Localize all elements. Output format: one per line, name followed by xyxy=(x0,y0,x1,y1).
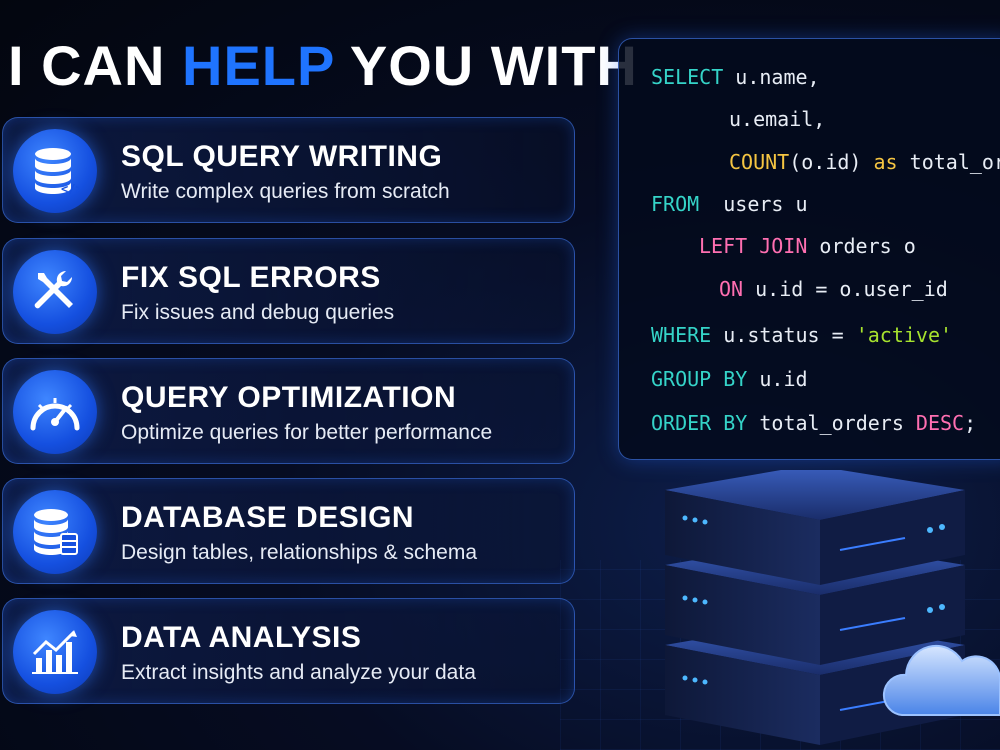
card-description: Write complex queries from scratch xyxy=(121,180,450,203)
card-title: SQL QUERY WRITING xyxy=(121,140,443,173)
database-icon: </> xyxy=(13,129,97,213)
svg-text:</>: </> xyxy=(61,182,79,196)
code-line-8: GROUP BY u.id xyxy=(651,367,808,391)
card-description: Design tables, relationships & schema xyxy=(121,541,478,564)
card-description: Optimize queries for better performance xyxy=(121,421,493,444)
code-line-2: u.email, xyxy=(729,107,826,131)
headline-text-1: I CAN xyxy=(8,34,182,97)
service-card-fix-sql-errors: FIX SQL ERRORS Fix issues and debug quer… xyxy=(2,238,575,344)
headline: I CAN HELP YOU WITH xyxy=(8,36,638,96)
speedometer-icon xyxy=(13,370,97,454)
service-card-data-analysis: DATA ANALYSIS Extract insights and analy… xyxy=(2,598,575,704)
database-design-icon xyxy=(13,490,97,574)
sql-code-panel: SELECT u.name, u.email, COUNT(o.id) as t… xyxy=(618,38,1000,460)
card-title: DATA ANALYSIS xyxy=(121,621,362,654)
card-description: Fix issues and debug queries xyxy=(121,301,395,324)
card-description: Extract insights and analyze your data xyxy=(121,661,476,684)
tools-icon xyxy=(13,250,97,334)
code-line-4: FROM users u xyxy=(651,192,808,216)
code-line-5: LEFT JOIN orders o xyxy=(699,234,916,258)
service-card-database-design: DATABASE DESIGN Design tables, relations… xyxy=(2,478,575,584)
headline-highlight: HELP xyxy=(182,34,335,97)
card-title: DATABASE DESIGN xyxy=(121,501,415,534)
code-line-9: ORDER BY total_orders DESC; xyxy=(651,411,977,435)
code-line-3: COUNT(o.id) as total_orders xyxy=(729,150,1000,174)
code-line-1: SELECT u.name, xyxy=(651,65,820,89)
code-line-7: WHERE u.status = 'active' xyxy=(651,323,953,347)
card-title: QUERY OPTIMIZATION xyxy=(121,381,457,414)
card-title: FIX SQL ERRORS xyxy=(121,261,381,294)
code-line-6: ON u.id = o.user_id xyxy=(719,277,948,301)
headline-text-2: YOU WITH xyxy=(334,34,638,97)
chart-icon xyxy=(13,610,97,694)
cloud-icon xyxy=(882,644,1000,716)
service-card-sql-query-writing: </> SQL QUERY WRITING Write complex quer… xyxy=(2,117,575,223)
service-card-query-optimization: QUERY OPTIMIZATION Optimize queries for … xyxy=(2,358,575,464)
